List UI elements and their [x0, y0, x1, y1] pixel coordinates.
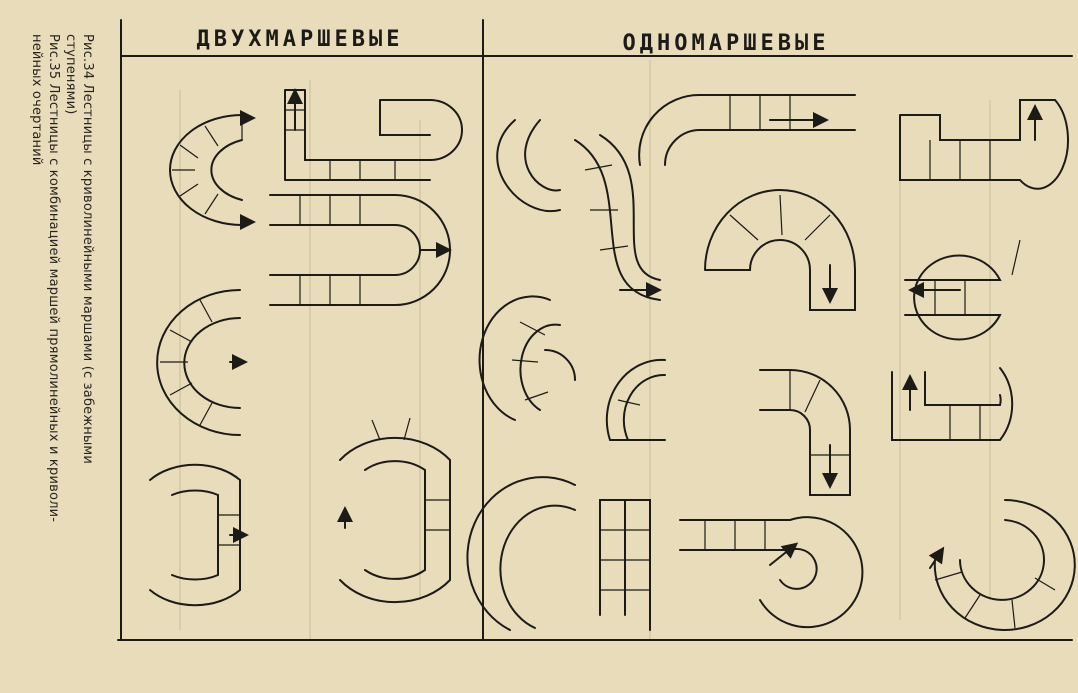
staircase-plan-icon: [337, 417, 451, 604]
staircase-plan-icon: [759, 369, 851, 496]
staircase-plan-icon: [928, 499, 1076, 631]
staircase-plan-icon: [156, 289, 248, 436]
staircase-plan-icon: [478, 295, 576, 421]
staircase-plan-icon: [466, 476, 651, 631]
staircase-plan-icon: [679, 516, 864, 629]
staircase-plan-icon: [169, 110, 256, 230]
staircase-plan-icon: [891, 367, 1014, 441]
staircase-plan-icon: [284, 88, 463, 181]
staircase-plan-icon: [904, 239, 1021, 341]
staircase-plan-icon: [704, 189, 856, 311]
section-header-left: ДВУХМАРШЕВЫЕ: [197, 27, 404, 52]
staircase-plan-icon: [899, 99, 1070, 190]
plate-frame: [117, 19, 1073, 641]
staircase-plan-icon: [149, 463, 249, 607]
staircase-plan-icon: [496, 119, 662, 301]
section-header-right: ОДНОМАРШЕВЫЕ: [623, 31, 830, 56]
staircase-plan-icon: [638, 93, 856, 166]
staircase-plan-icon: [269, 194, 452, 306]
staircase-plan-icon: [605, 358, 666, 441]
